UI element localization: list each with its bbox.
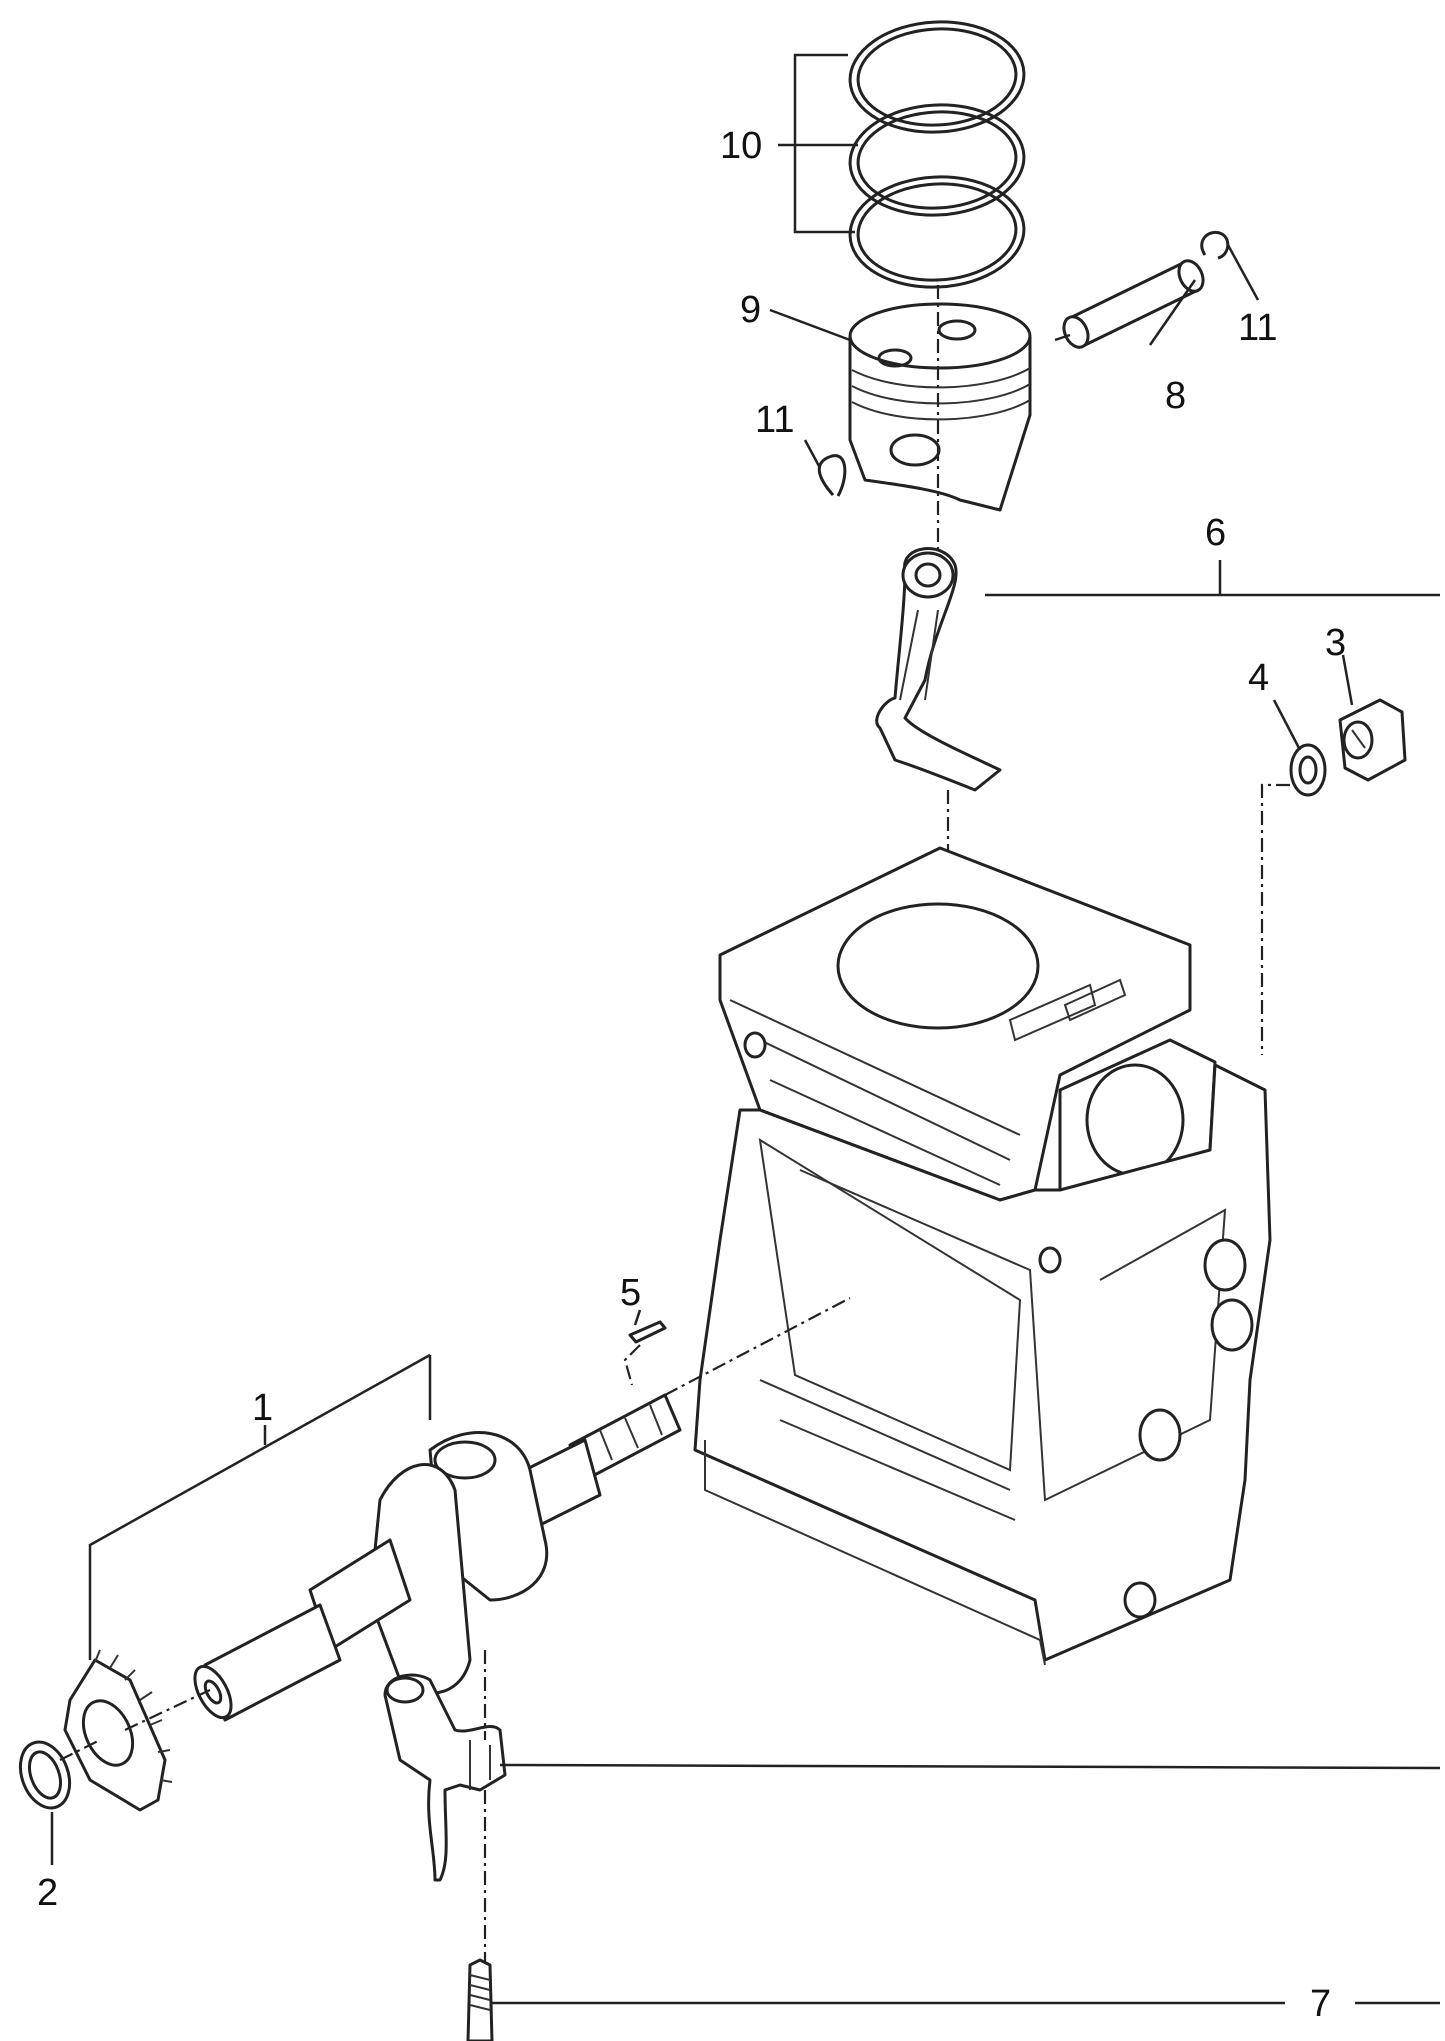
piston-pin [1062, 259, 1205, 349]
callout-4: 4 [1248, 657, 1269, 699]
callout-11-left: 11 [755, 399, 794, 441]
rod-cap [383, 1673, 507, 1882]
rings-bracket [793, 53, 858, 234]
callout-3: 3 [1325, 622, 1346, 664]
piston [848, 302, 1032, 512]
callout-8: 8 [1165, 375, 1186, 417]
crankshaft-bracket [88, 1353, 432, 1660]
cylinder-block [693, 846, 1272, 1666]
callout-6: 6 [1205, 512, 1226, 554]
callout-10: 10 [720, 125, 762, 167]
piston-rings [848, 20, 1026, 289]
nut [1338, 698, 1407, 782]
callout-9: 9 [740, 289, 761, 331]
timing-gear [63, 1649, 173, 1812]
callout-2: 2 [37, 1872, 58, 1914]
washer [1289, 743, 1327, 797]
callout-11-right: 11 [1238, 307, 1277, 349]
crankshaft [193, 1393, 682, 1722]
connecting-rod [875, 547, 1002, 792]
callout-7: 7 [1310, 1983, 1331, 2025]
circlip-right [1200, 231, 1230, 260]
snap-ring [18, 1740, 72, 1810]
callout-1: 1 [252, 1387, 273, 1429]
woodruff-key [628, 1320, 667, 1344]
circlip-left [817, 454, 847, 497]
callout-5: 5 [620, 1272, 641, 1314]
bolt [466, 1958, 494, 2041]
